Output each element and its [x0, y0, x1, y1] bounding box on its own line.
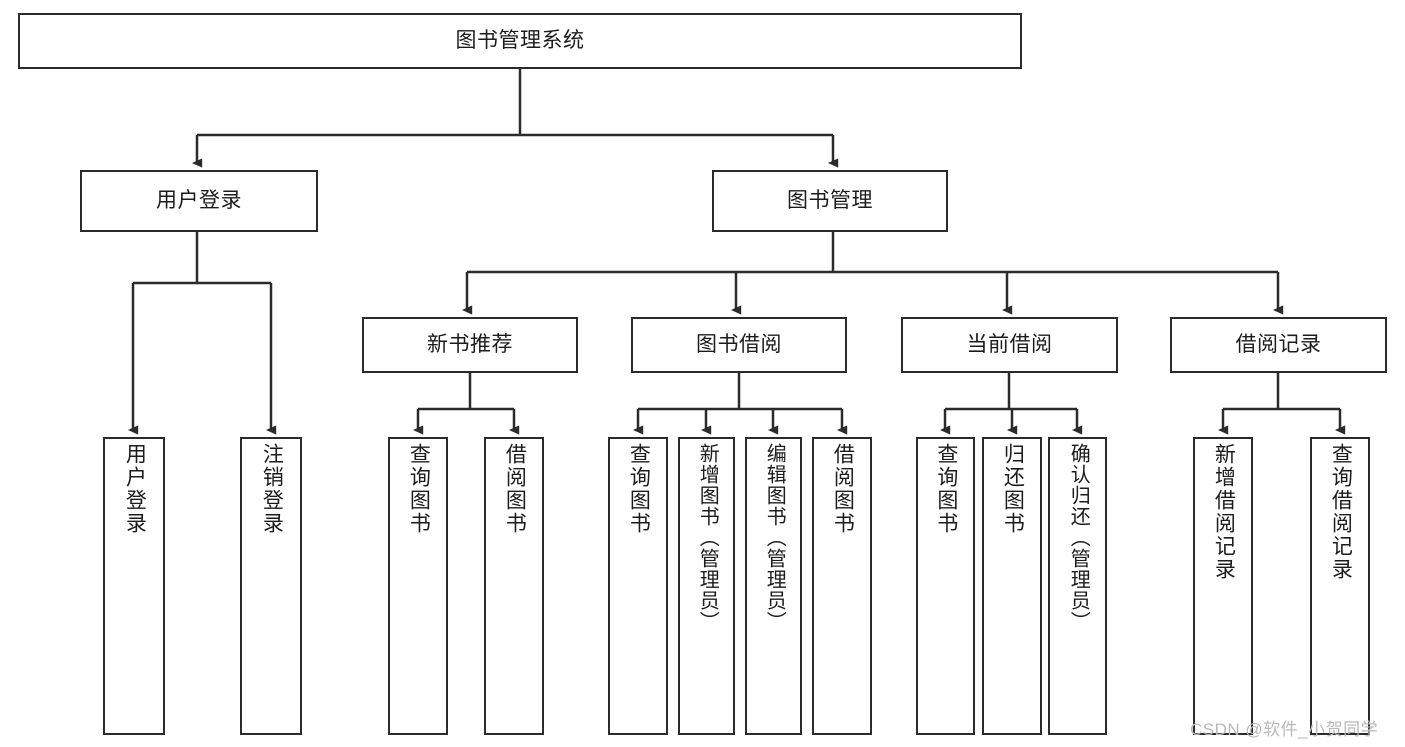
leaf-add-book-admin[interactable]: 新增图书（管理员） [678, 437, 735, 735]
leaf-confirm-return-admin[interactable]: 确认归还（管理员） [1048, 437, 1107, 735]
leaf-add-borrow-record[interactable]: 新增借阅记录 [1193, 437, 1253, 735]
leaf-borrow-books-recommend[interactable]: 借阅图书 [484, 437, 544, 735]
node-current-borrow-label: 当前借阅 [966, 333, 1053, 357]
leaf-query-books-recommend[interactable]: 查询图书 [388, 437, 448, 735]
leaf-logout-label: 注销登录 [260, 443, 284, 535]
node-book-management-label: 图书管理 [787, 189, 873, 213]
leaf-query-books-borrow[interactable]: 查询图书 [608, 437, 668, 735]
leaf-user-login[interactable]: 用户登录 [103, 437, 165, 735]
node-book-management[interactable]: 图书管理 [712, 170, 948, 232]
node-new-book-recommend-label: 新书推荐 [427, 333, 513, 357]
node-user-login-label: 用户登录 [156, 189, 242, 213]
leaf-query-borrow-record-label: 查询借阅记录 [1329, 443, 1353, 581]
leaf-edit-book-admin-label: 编辑图书（管理员） [763, 443, 786, 632]
leaf-logout[interactable]: 注销登录 [240, 437, 302, 735]
node-current-borrow[interactable]: 当前借阅 [901, 317, 1118, 373]
leaf-query-books-current[interactable]: 查询图书 [916, 437, 975, 735]
node-new-book-recommend[interactable]: 新书推荐 [362, 317, 578, 373]
node-borrow-records-label: 借阅记录 [1235, 333, 1322, 357]
watermark: CSDN @软件_小贺同学 [1190, 720, 1379, 739]
node-root-label: 图书管理系统 [455, 29, 585, 53]
leaf-add-borrow-record-label: 新增借阅记录 [1212, 443, 1236, 581]
leaf-query-books-recommend-label: 查询图书 [407, 443, 431, 535]
node-user-login[interactable]: 用户登录 [80, 170, 318, 232]
node-borrow-records[interactable]: 借阅记录 [1170, 317, 1387, 373]
leaf-return-books[interactable]: 归还图书 [982, 437, 1042, 735]
leaf-query-borrow-record[interactable]: 查询借阅记录 [1310, 437, 1370, 735]
node-root[interactable]: 图书管理系统 [18, 13, 1022, 69]
leaf-return-books-label: 归还图书 [1001, 443, 1025, 535]
leaf-borrow-books-recommend-label: 借阅图书 [503, 443, 527, 535]
leaf-borrow-books-label: 借阅图书 [831, 443, 855, 535]
leaf-edit-book-admin[interactable]: 编辑图书（管理员） [745, 437, 802, 735]
leaf-confirm-return-admin-label: 确认归还（管理员） [1067, 443, 1090, 632]
node-book-borrow-label: 图书借阅 [696, 333, 782, 357]
leaf-query-books-current-label: 查询图书 [934, 443, 958, 535]
leaf-borrow-books[interactable]: 借阅图书 [812, 437, 872, 735]
leaf-query-books-borrow-label: 查询图书 [627, 443, 651, 535]
node-book-borrow[interactable]: 图书借阅 [631, 317, 847, 373]
leaf-user-login-label: 用户登录 [123, 443, 147, 535]
leaf-add-book-admin-label: 新增图书（管理员） [696, 443, 719, 632]
